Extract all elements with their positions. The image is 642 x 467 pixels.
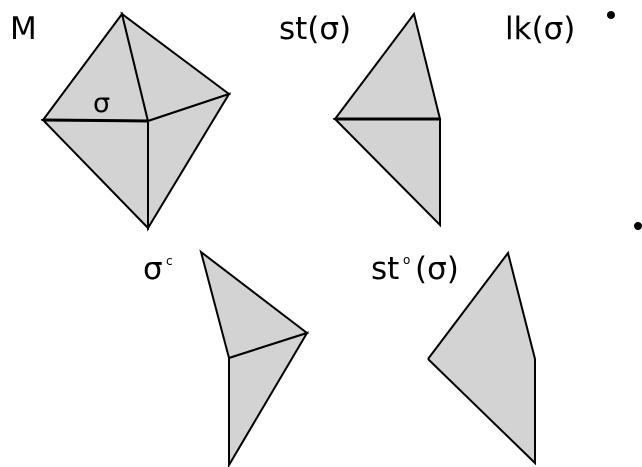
label-complement: σ [143, 251, 163, 287]
label-sigma: σ [93, 88, 110, 119]
open-star [427, 250, 536, 466]
M-face-bottom-left [40, 118, 149, 231]
label-open-star-prefix: st [371, 251, 399, 287]
label-link: lk(σ) [505, 11, 575, 47]
label-open-star-suffix: (σ) [415, 251, 459, 287]
label-complement-sup: c [166, 254, 173, 268]
label-open-star-sup: o [403, 253, 410, 267]
star-face-bottom [332, 118, 441, 228]
M-face-bottom-right [147, 92, 232, 232]
complex-M [40, 11, 232, 232]
label-M: M [10, 11, 37, 47]
label-star: st(σ) [279, 11, 351, 47]
bullet-dot-middle [634, 222, 642, 230]
star-sigma [332, 11, 442, 228]
complement-face-bottom [228, 331, 310, 467]
open-star-outline [427, 250, 536, 466]
open-star-fill [428, 253, 535, 463]
M-sigma-edge [42, 118, 149, 123]
bullet-dot-top [607, 11, 615, 19]
closed-complement [199, 249, 310, 467]
